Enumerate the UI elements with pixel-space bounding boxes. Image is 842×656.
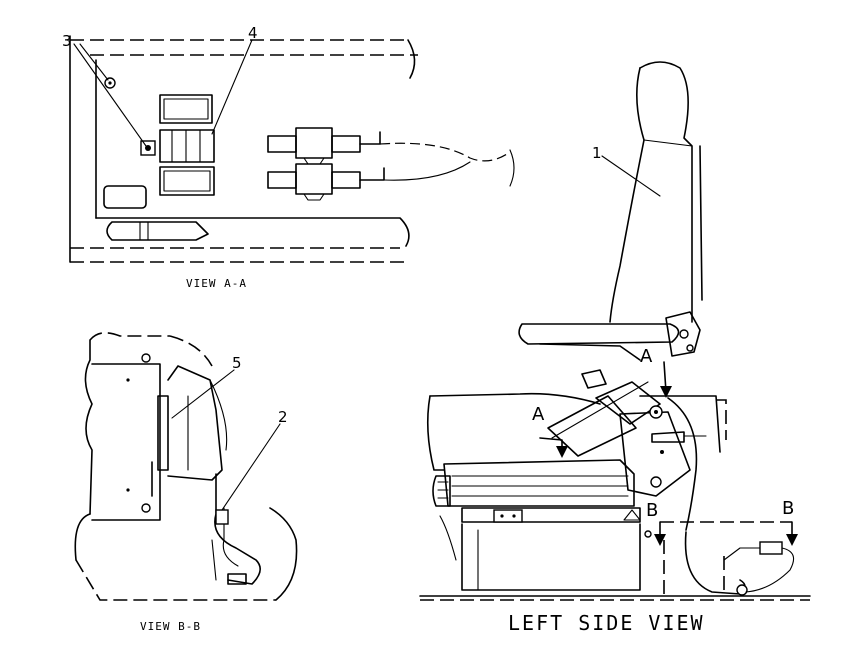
leader-3: [73, 43, 147, 147]
section-marker-a-upper: A: [640, 346, 653, 367]
view-aa-drawing: [69, 35, 515, 263]
callout-2: 2: [278, 408, 288, 426]
leader-lines: [73, 39, 661, 511]
section-marker-b-left: B: [646, 500, 658, 521]
caption-left-side-view: LEFT SIDE VIEW: [508, 611, 705, 635]
seat-cushion: [443, 459, 635, 507]
caption-view-bb: VIEW B-B: [140, 620, 201, 633]
valve-upper: [267, 127, 361, 165]
handle: [106, 221, 209, 241]
backrest: [639, 61, 693, 323]
leader-5: [171, 369, 235, 419]
section-marker-b-right: B: [782, 498, 794, 519]
control-valve: [547, 369, 707, 497]
switch-small: [103, 185, 147, 209]
hose-fitting: [759, 541, 783, 555]
callout-3: 3: [62, 32, 72, 50]
caption-view-aa: VIEW A-A: [186, 277, 247, 290]
callout-1: 1: [592, 144, 602, 162]
leader-1: [601, 155, 661, 197]
section-marker-a-lower: A: [532, 404, 545, 425]
switch-top: [159, 94, 213, 124]
callout-4: 4: [248, 24, 258, 42]
callout-5: 5: [232, 354, 242, 372]
switch-4: [159, 129, 215, 163]
left-side-view-drawing: [419, 61, 811, 601]
armrest: [518, 323, 680, 345]
plate-5: [157, 395, 169, 471]
valve-lower: [267, 163, 361, 201]
leader-4: [211, 39, 253, 135]
leader-2: [221, 423, 281, 511]
view-bb-drawing: [74, 332, 298, 601]
hose-2: [214, 473, 261, 585]
switch-bottom: [159, 166, 215, 196]
